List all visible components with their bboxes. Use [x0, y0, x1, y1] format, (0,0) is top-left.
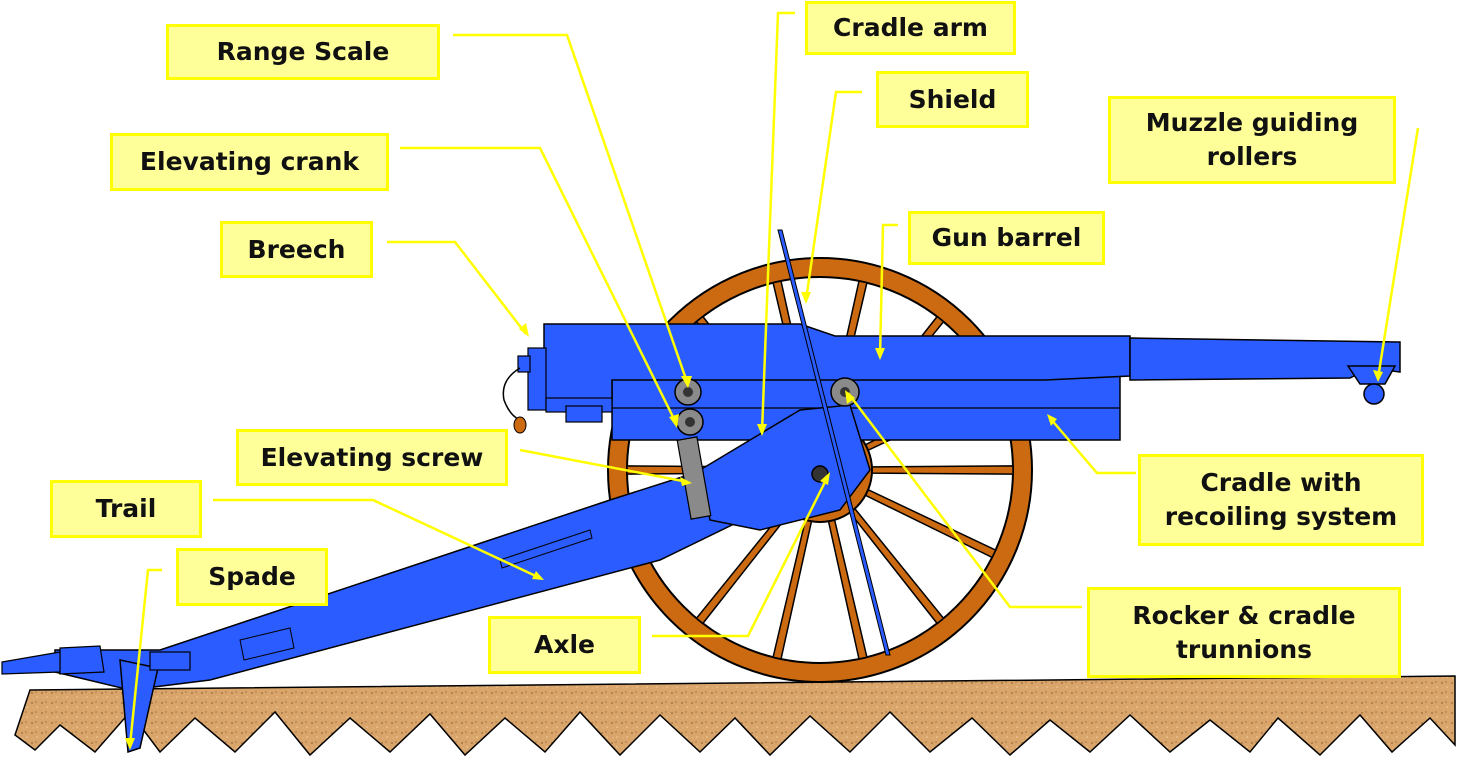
label-range-scale: Range Scale	[166, 24, 440, 80]
muzzle-rollers	[1346, 365, 1397, 385]
ground	[14, 675, 1456, 757]
label-elevating-crank: Elevating crank	[110, 133, 389, 191]
wheel-spoke	[871, 465, 1014, 475]
label-axle: Axle	[488, 616, 641, 674]
cradle-arm	[699, 404, 871, 531]
label-rocker-cradle-trunnions: Rocker & cradle trunnions	[1087, 587, 1401, 678]
spade	[119, 659, 159, 754]
label-shield: Shield	[876, 71, 1029, 128]
label-muzzle-guiding-rollers: Muzzle guiding rollers	[1108, 96, 1396, 184]
label-trail: Trail	[50, 480, 202, 538]
trail	[54, 467, 740, 691]
shield	[777, 229, 891, 656]
label-cradle-with-recoiling-system: Cradle with recoiling system	[1138, 454, 1424, 546]
breech	[502, 347, 613, 434]
leader-arrowheads	[125, 292, 1383, 750]
label-breech: Breech	[220, 221, 373, 278]
label-elevating-screw: Elevating screw	[236, 429, 508, 486]
leader-lines	[128, 11, 1420, 746]
label-gun-barrel: Gun barrel	[908, 211, 1105, 265]
label-cradle-arm: Cradle arm	[805, 1, 1016, 55]
label-spade: Spade	[176, 548, 328, 606]
